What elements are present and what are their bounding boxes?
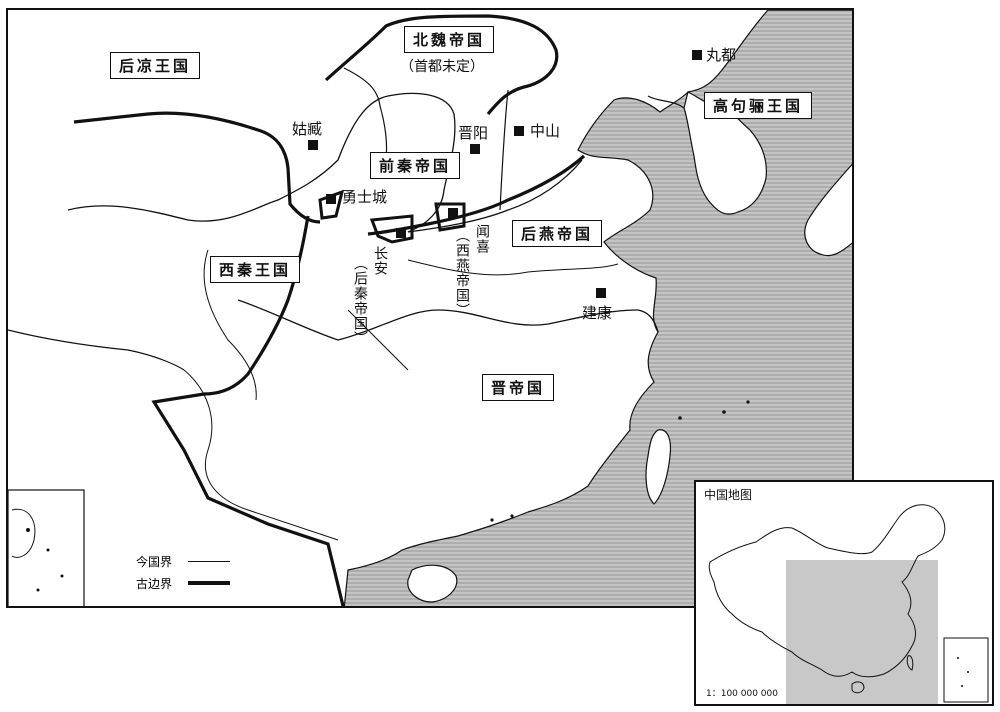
inset-south-sea-dot-1 [957,657,959,659]
legend-ancient-border: 古边界 [136,572,230,594]
han-river [347,309,409,371]
small-island-2 [722,410,726,414]
inset-island-2 [46,548,50,552]
legend-thin-line-icon [188,560,230,562]
inset-highlight [786,560,938,704]
region-jin: 晋帝国 [482,374,555,401]
region-later-yan: 后燕帝国 [512,220,603,247]
city-marker-jiankang [596,288,606,298]
yangtze-river [237,299,659,341]
city-marker-wenxi [448,208,458,218]
city-marker-wandu [692,50,702,60]
small-island-4 [490,518,494,522]
small-island-1 [678,416,682,420]
japan-island [804,163,852,257]
inset-island-4 [36,588,40,592]
china-inset-map: 中国地图 1：100 000 000 [694,480,994,706]
city-zhongshan: 中山 [530,122,561,140]
inset-china-outline [708,504,946,678]
ancient-border-northern-wei [324,14,559,116]
region-western-qin: 西秦王国 [210,256,301,283]
inset-coast [11,508,36,558]
ancient-border-later-liang [73,111,321,224]
city-marker-jinyang [470,144,480,154]
modern-border-mongolia [499,89,509,211]
city-changan-note: （后秦帝国） [352,256,368,346]
map-legend: 今国界 古边界 [136,550,230,594]
small-island-3 [746,400,750,404]
inset-taiwan [906,655,914,671]
city-jiankang: 建康 [582,304,613,322]
hainan-island [407,564,458,603]
city-wenxi: 闻喜 [474,224,490,254]
region-goguryeo: 高句骊王国 [704,92,813,119]
city-wenxi-note: （西燕帝国） [454,228,470,318]
map-canvas [8,10,852,606]
city-yongshicheng: 勇士城 [342,188,388,206]
inset-hainan [851,681,865,694]
main-map: 后凉王国 北魏帝国 （首都未定） 高句骊王国 前秦帝国 后燕帝国 西秦王国 晋帝… [6,8,854,608]
southern-coast-detail [183,369,339,541]
legend-ancient-border-label: 古边界 [136,576,173,591]
region-northern-wei-note: （首都未定） [400,59,484,75]
western-river [203,249,257,401]
inset-south-sea-box [943,637,989,703]
legend-modern-border: 今国界 [136,550,230,572]
legend-modern-border-label: 今国界 [136,554,173,569]
inset-canvas [708,504,989,704]
region-later-liang: 后凉王国 [110,52,201,79]
inset-island-3 [60,574,64,578]
huai-river [407,259,619,276]
legend-thick-line-icon [188,581,230,585]
city-changan: 长安 [372,246,388,276]
ancient-border-wenxi [434,202,466,232]
south-china-sea-inset [8,489,85,606]
city-marker-yongshicheng [326,194,336,204]
modern-border-north [343,67,388,161]
inset-south-sea-dot-3 [961,685,963,687]
modern-border-korea [647,95,685,109]
inset-island-1 [26,528,30,532]
small-island-5 [510,514,514,518]
inset-title: 中国地图 [704,488,753,502]
ancient-border-changan [369,214,414,244]
city-wandu: 丸都 [706,46,737,64]
city-marker-zhongshan [514,126,524,136]
city-marker-guzang [308,140,318,150]
taiwan-island [645,429,672,505]
region-former-qin: 前秦帝国 [370,152,461,179]
region-northern-wei: 北魏帝国 [404,26,495,53]
inset-scale-text: 1：100 000 000 [706,689,778,699]
city-marker-changan [396,228,406,238]
city-guzang: 姑臧 [292,120,323,138]
city-jinyang: 晋阳 [458,124,489,142]
modern-border-west [8,329,185,371]
inset-south-sea-dot-2 [967,671,969,673]
